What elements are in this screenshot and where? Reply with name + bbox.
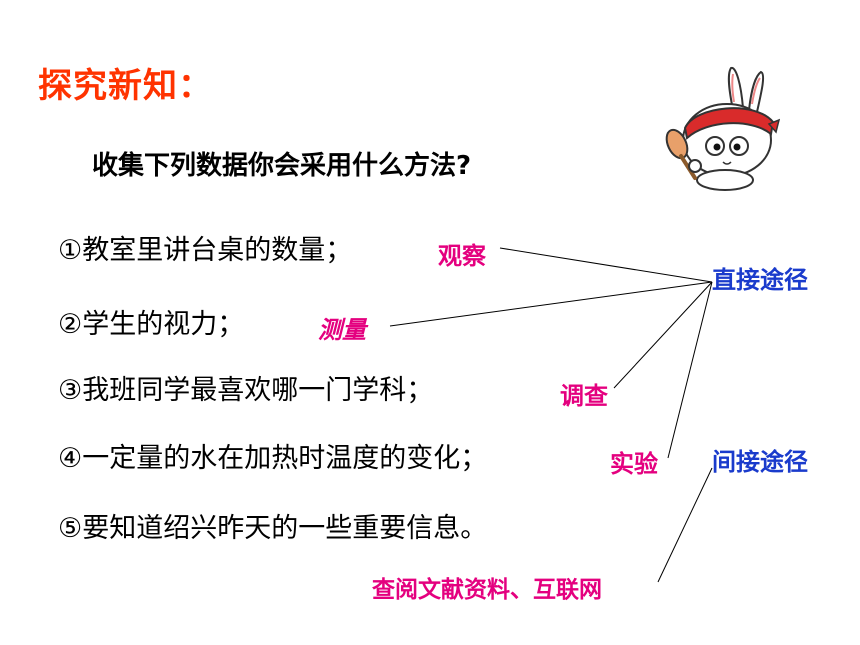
- line-measure: [389, 281, 713, 327]
- line-survey: [613, 281, 713, 389]
- line-indirect: [657, 467, 713, 583]
- route-direct: 直接途径: [712, 266, 808, 294]
- indirect-source: 查阅文献资料、互联网: [372, 577, 602, 603]
- list-item-3: ③我班同学最喜欢哪一门学科；: [58, 375, 434, 406]
- page-heading: 探究新知：: [38, 66, 213, 106]
- route-indirect: 间接途径: [712, 448, 808, 476]
- question-text: 收集下列数据你会采用什么方法?: [92, 151, 472, 181]
- method-experiment: 实验: [610, 450, 658, 478]
- line-experiment: [667, 281, 713, 459]
- list-item-4: ④一定量的水在加热时温度的变化；: [58, 443, 488, 474]
- list-item-2: ②学生的视力；: [58, 309, 245, 340]
- rabbit-mascot-icon: [665, 66, 780, 191]
- list-item-1: ①教室里讲台桌的数量；: [58, 235, 353, 266]
- method-survey: 调查: [560, 382, 608, 410]
- line-observe: [499, 247, 713, 283]
- list-item-5: ⑤要知道绍兴昨天的一些重要信息。: [58, 513, 488, 544]
- method-observe: 观察: [438, 242, 486, 270]
- method-measure: 测量: [318, 316, 366, 344]
